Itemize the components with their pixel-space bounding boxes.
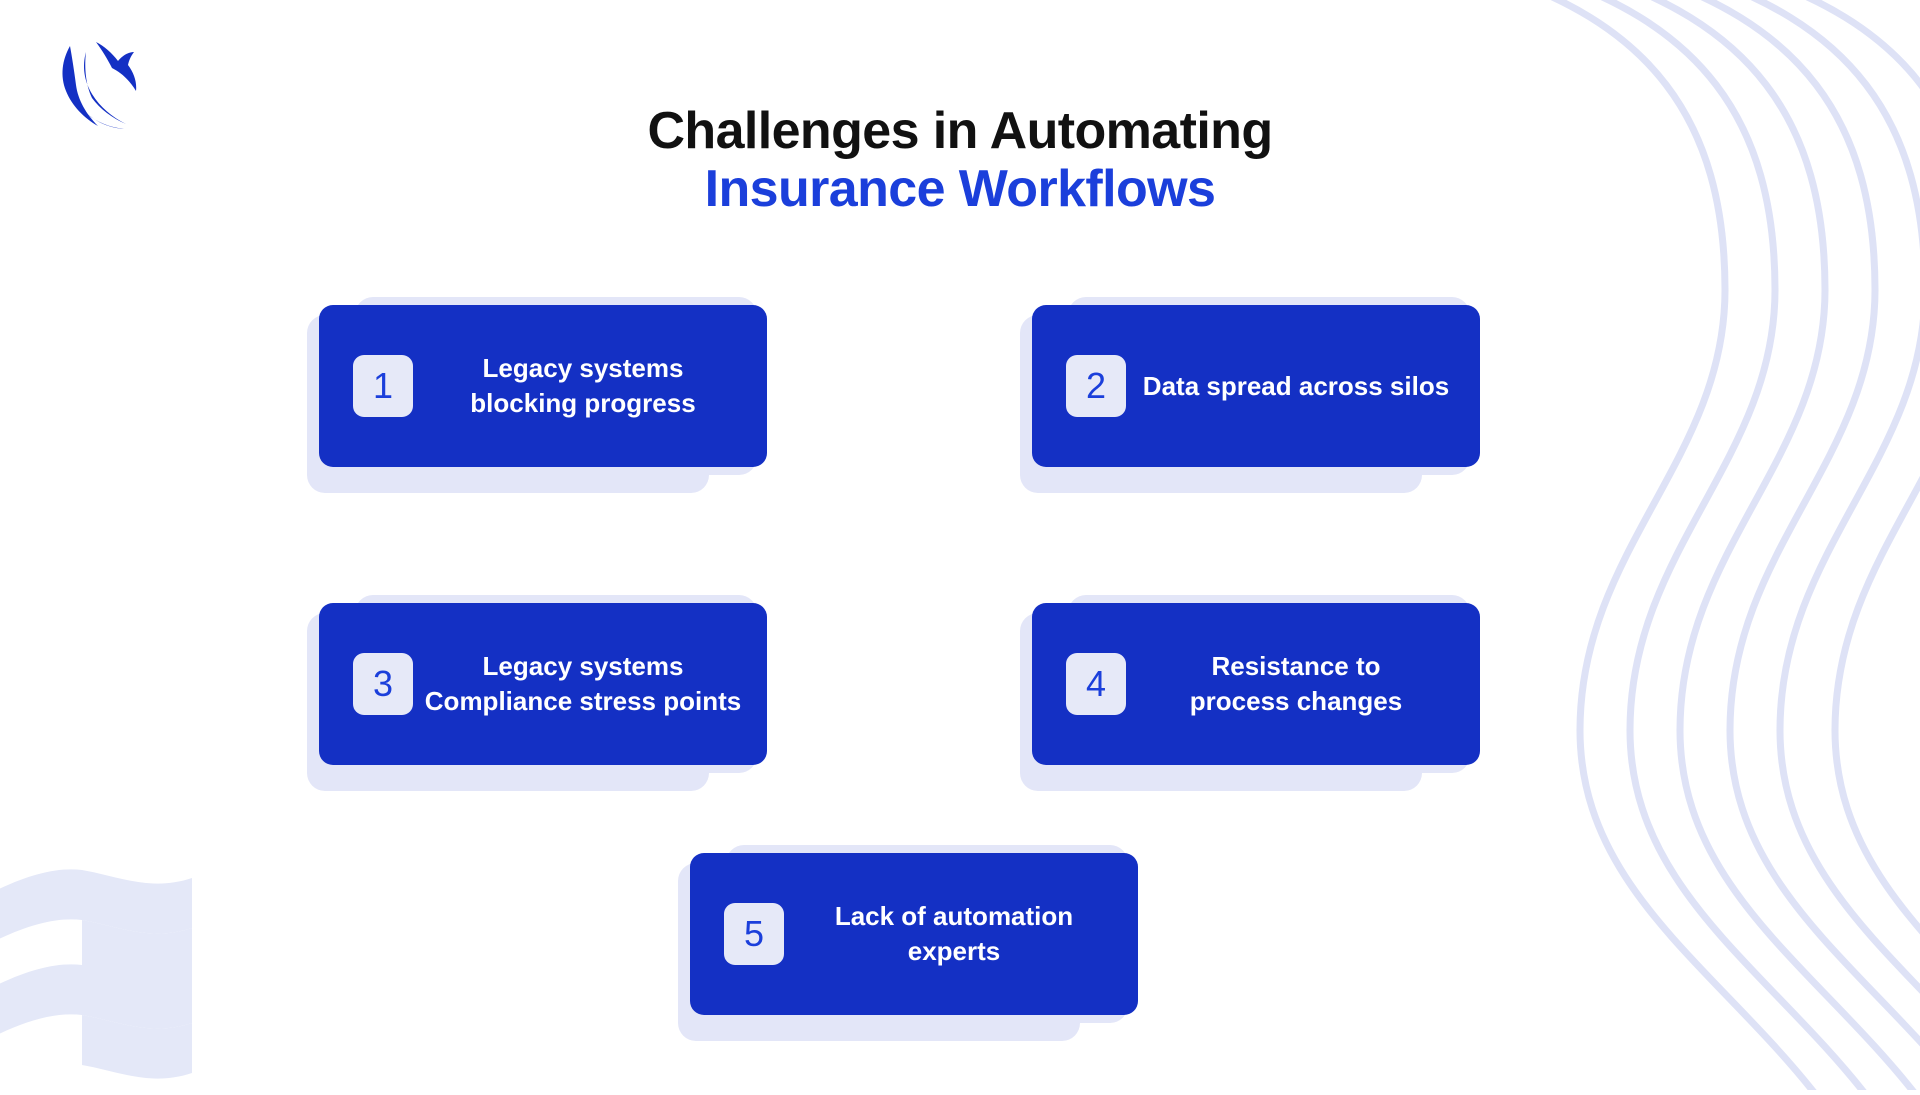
card-body[interactable]: 1 Legacy systems blocking progress xyxy=(319,305,767,467)
challenge-card-2[interactable]: 2 Data spread across silos xyxy=(1020,297,1490,497)
challenge-card-1[interactable]: 1 Legacy systems blocking progress xyxy=(307,297,777,497)
eagle-logo-icon xyxy=(42,32,146,132)
card-label: Legacy systems blocking progress xyxy=(470,353,696,418)
card-number-badge: 1 xyxy=(353,355,413,417)
card-label: Lack of automation experts xyxy=(834,901,1074,966)
challenge-card-5[interactable]: 5 Lack of automation experts xyxy=(678,845,1148,1045)
card-label: Legacy systems Compliance stress points xyxy=(424,651,742,716)
card-label: Resistance to process changes xyxy=(1189,651,1403,716)
challenge-card-3[interactable]: 3 Legacy systems Compliance stress point… xyxy=(307,595,777,795)
card-body[interactable]: 3 Legacy systems Compliance stress point… xyxy=(319,603,767,765)
card-body[interactable]: 4 Resistance to process changes xyxy=(1032,603,1480,765)
card-body[interactable]: 2 Data spread across silos xyxy=(1032,305,1480,467)
challenge-card-4[interactable]: 4 Resistance to process changes xyxy=(1020,595,1490,795)
card-number-badge: 3 xyxy=(353,653,413,715)
card-body[interactable]: 5 Lack of automation experts xyxy=(690,853,1138,1015)
card-number-badge: 4 xyxy=(1066,653,1126,715)
card-number-badge: 2 xyxy=(1066,355,1126,417)
card-number-badge: 5 xyxy=(724,903,784,965)
card-label: Data spread across silos xyxy=(1142,370,1450,401)
